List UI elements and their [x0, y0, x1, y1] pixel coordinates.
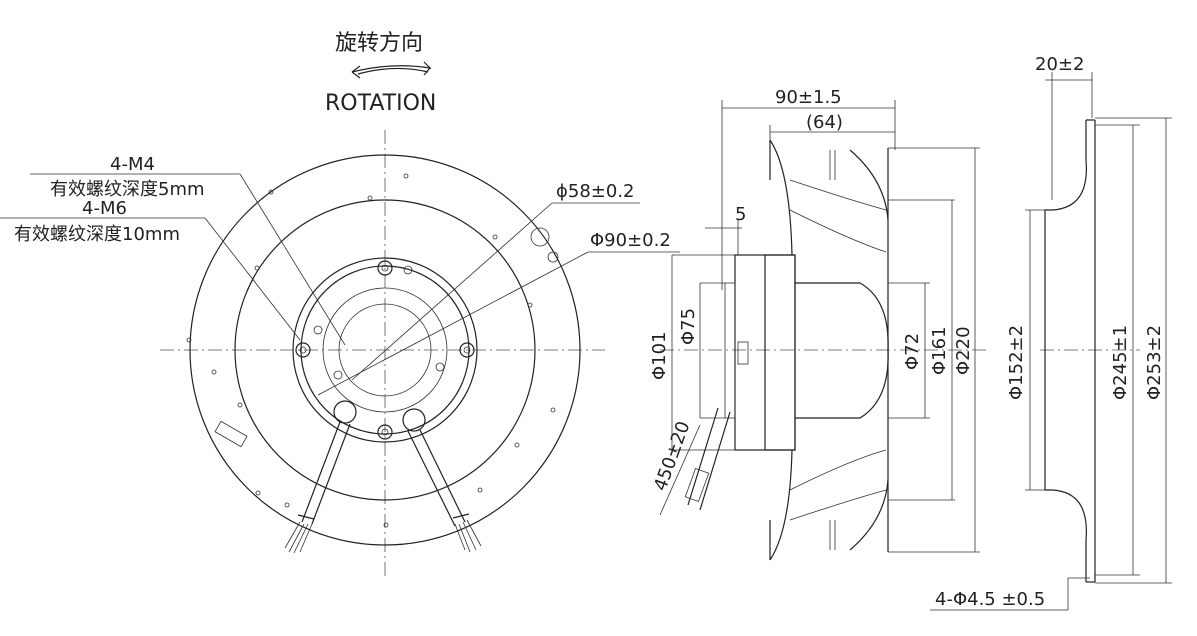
note-m4: 4-M4 [110, 154, 155, 175]
dim-phi75: Φ75 [678, 308, 699, 345]
dim-holes: 4-Φ4.5 ±0.5 [935, 589, 1045, 610]
cable-length: 450±20 [650, 419, 694, 494]
rotation-indicator: 旋转方向 ROTATION [325, 31, 436, 116]
label-plate [214, 420, 248, 448]
cable-glands [333, 400, 426, 432]
dim-20-ring: 20±2 [1035, 54, 1084, 75]
dim-phi245: Φ245±1 [1110, 325, 1131, 400]
inlet-ring-view: 20±2 Φ152±2 Φ245±1 Φ253±2 4-Φ4.5 ±0.5 [930, 54, 1172, 611]
note-m6: 4-M6 [82, 198, 127, 219]
dim-phi161: Φ161 [929, 326, 950, 375]
impeller-disc [234, 199, 536, 501]
dim-phi220: Φ220 [953, 326, 974, 375]
connector-icon [530, 227, 550, 247]
note-m6-depth: 有效螺纹深度10mm [14, 224, 180, 245]
note-m4-depth: 有效螺纹深度5mm [50, 179, 205, 200]
dim-5: 5 [735, 204, 746, 225]
outer-ring [189, 154, 581, 546]
m6-bolt-holes [295, 260, 475, 440]
rotation-title-cn: 旋转方向 [335, 31, 423, 56]
dim-phi152: Φ152±2 [1006, 325, 1027, 400]
dim-phi101: Φ101 [649, 331, 670, 380]
dim-phi58: ϕ58±0.2 [556, 181, 635, 202]
front-view: 4-M4 有效螺纹深度5mm 4-M6 有效螺纹深度10mm ϕ58±0.2 Φ… [0, 130, 680, 580]
dim-phi90: Φ90±0.2 [590, 230, 671, 251]
dim-phi253: Φ253±2 [1144, 325, 1165, 400]
power-cables [284, 421, 482, 554]
dim-64: (64) [806, 112, 843, 133]
mounting-holes [186, 173, 556, 528]
m4-bolt-holes [313, 265, 445, 380]
rotation-title-en: ROTATION [325, 91, 436, 116]
rotation-arrow-icon [351, 61, 432, 79]
side-view: 90±1.5 (64) 5 Φ75 Φ101 Φ72 Φ161 Φ220 450… [649, 87, 990, 561]
dim-90-length: 90±1.5 [775, 87, 842, 108]
dim-phi72: Φ72 [902, 333, 923, 370]
